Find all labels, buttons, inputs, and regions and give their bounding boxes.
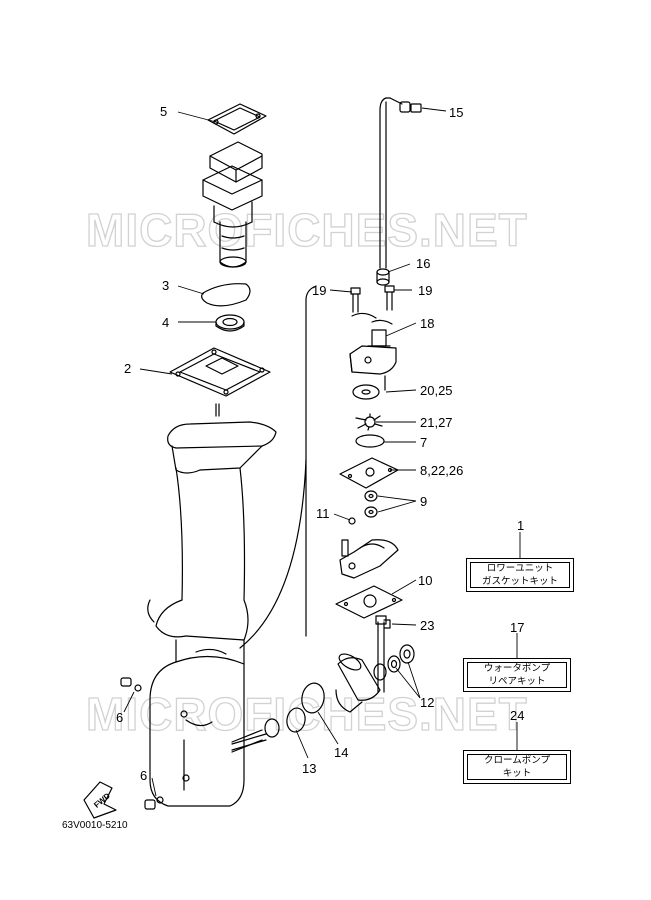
impeller-part-21-27 <box>355 413 383 431</box>
washer-right <box>371 319 393 325</box>
callout-19-right: 19 <box>418 283 432 298</box>
insert-part-20-25 <box>352 375 386 400</box>
kit-chrome-pump-line2: キット <box>502 768 532 779</box>
callout-1: 1 <box>517 518 524 533</box>
bracket-arc <box>239 459 307 649</box>
drain-plug-part-6-lower <box>144 796 164 810</box>
seal-part-16 <box>376 268 390 286</box>
oil-seals-part-12 <box>373 644 415 681</box>
pump-housing <box>349 345 397 375</box>
pump-base <box>339 539 399 579</box>
callout-8-22-26: 8,22,26 <box>420 463 463 478</box>
callout-17: 17 <box>510 620 524 635</box>
callout-13: 13 <box>302 761 316 776</box>
leader-lines <box>123 107 521 797</box>
o-ring-part-13 <box>286 707 306 733</box>
kit-gasket-line1: ロワーユニット <box>486 563 554 574</box>
callout-18: 18 <box>420 316 434 331</box>
callout-11: 11 <box>316 506 330 521</box>
plate-part-8-22-26 <box>339 457 399 489</box>
callout-19-left: 19 <box>312 283 326 298</box>
oil-seal-part-4 <box>215 314 245 332</box>
callout-23: 23 <box>420 618 434 633</box>
callout-24: 24 <box>510 708 524 723</box>
fwd-arrow <box>83 781 117 819</box>
kit-box-gasket: ロワーユニット ガスケットキット <box>466 558 574 592</box>
o-ring-part-14 <box>301 682 325 714</box>
kit-chrome-pump-line1: クロームポンプ <box>484 755 550 766</box>
watermark-bottom: MICROFICHES.NET <box>86 688 528 740</box>
lower-casing <box>147 421 277 807</box>
pins-part-9 <box>364 490 378 518</box>
callout-20-25: 20,25 <box>420 383 453 398</box>
callout-14: 14 <box>334 745 348 760</box>
insert-cartridge-part-18 <box>367 329 391 347</box>
callout-12: 12 <box>420 695 434 710</box>
callout-6-lower: 6 <box>140 768 147 783</box>
kit-water-pump-line2: リペアキット <box>488 676 546 687</box>
drive-shaft <box>375 615 387 693</box>
watermark-top: MICROFICHES.NET <box>86 204 528 256</box>
water-tube <box>379 97 403 269</box>
diagram-code: 63V0010-5210 <box>62 820 128 831</box>
callout-3: 3 <box>162 278 169 293</box>
callout-15: 15 <box>449 105 463 120</box>
propeller-shaft <box>231 718 280 751</box>
kit-box-water-pump: ウォータポンプ リペアキット <box>463 658 571 692</box>
callout-21-27: 21,27 <box>420 415 453 430</box>
callout-16: 16 <box>416 256 430 271</box>
callout-5: 5 <box>160 104 167 119</box>
grommet-part-15 <box>399 101 422 113</box>
gasket-part-3 <box>201 283 251 307</box>
kit-gasket-line2: ガスケットキット <box>481 576 558 587</box>
callout-4: 4 <box>162 315 169 330</box>
bolt-part-19-right <box>384 285 395 311</box>
propeller-shaft-housing <box>335 653 381 713</box>
callout-6-upper: 6 <box>116 710 123 725</box>
kit-bracket <box>305 285 317 637</box>
o-ring-part-7 <box>355 434 385 448</box>
dowel-pin <box>215 403 220 417</box>
callout-7: 7 <box>420 435 427 450</box>
dowel-part-11 <box>348 517 356 525</box>
callout-10: 10 <box>418 573 432 588</box>
gasket-plate-part-5 <box>207 103 267 135</box>
callout-2: 2 <box>124 361 131 376</box>
kit-box-chrome-pump: クロームポンプ キット <box>463 750 571 784</box>
gasket-part-2 <box>169 347 271 397</box>
callout-9: 9 <box>420 494 427 509</box>
pin-part-23 <box>383 619 391 629</box>
gasket-part-10 <box>335 585 403 619</box>
washer-left <box>351 312 377 319</box>
bolt-part-19-left <box>350 287 361 313</box>
kit-water-pump-line1: ウォータポンプ <box>483 663 551 674</box>
upper-housing-assembly <box>202 141 263 268</box>
drain-plug-part-6-upper <box>120 677 142 692</box>
